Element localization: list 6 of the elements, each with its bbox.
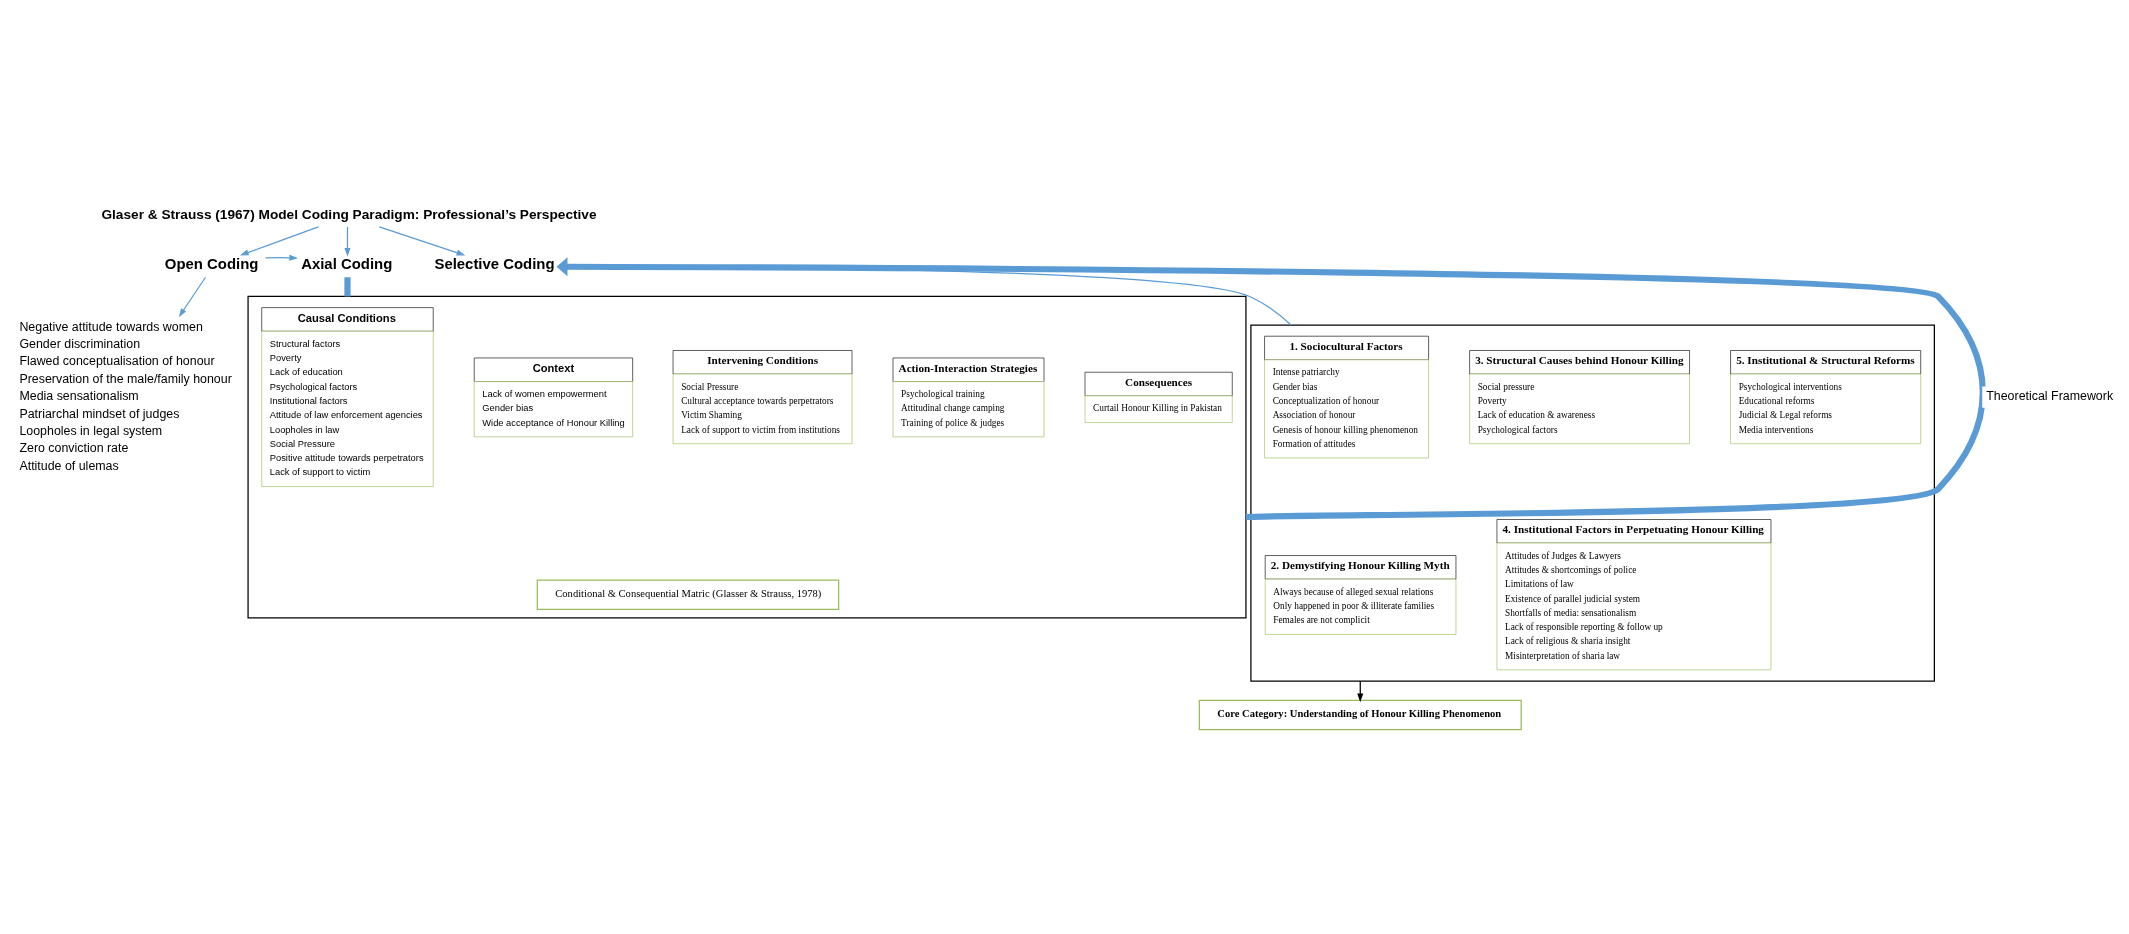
node-text: Glaser & Strauss (1967) Model Coding Paradigm: Professional’s Perspective [101, 206, 597, 222]
node-text: Open Coding [164, 256, 259, 273]
edge-label: Theoretical Framework [1986, 389, 2114, 404]
node-text: Selective Coding [434, 256, 555, 273]
node-text: Axial Coding [301, 256, 393, 273]
node-text: Negative attitude towards women Gender discrimination Flawed conceptualisation of honour Preservation of the male/family honour Media sensationalism Patriarchal mindset of judges Loopholes in legal system Zero conviction rate Attitude of ulemas [19, 319, 232, 473]
